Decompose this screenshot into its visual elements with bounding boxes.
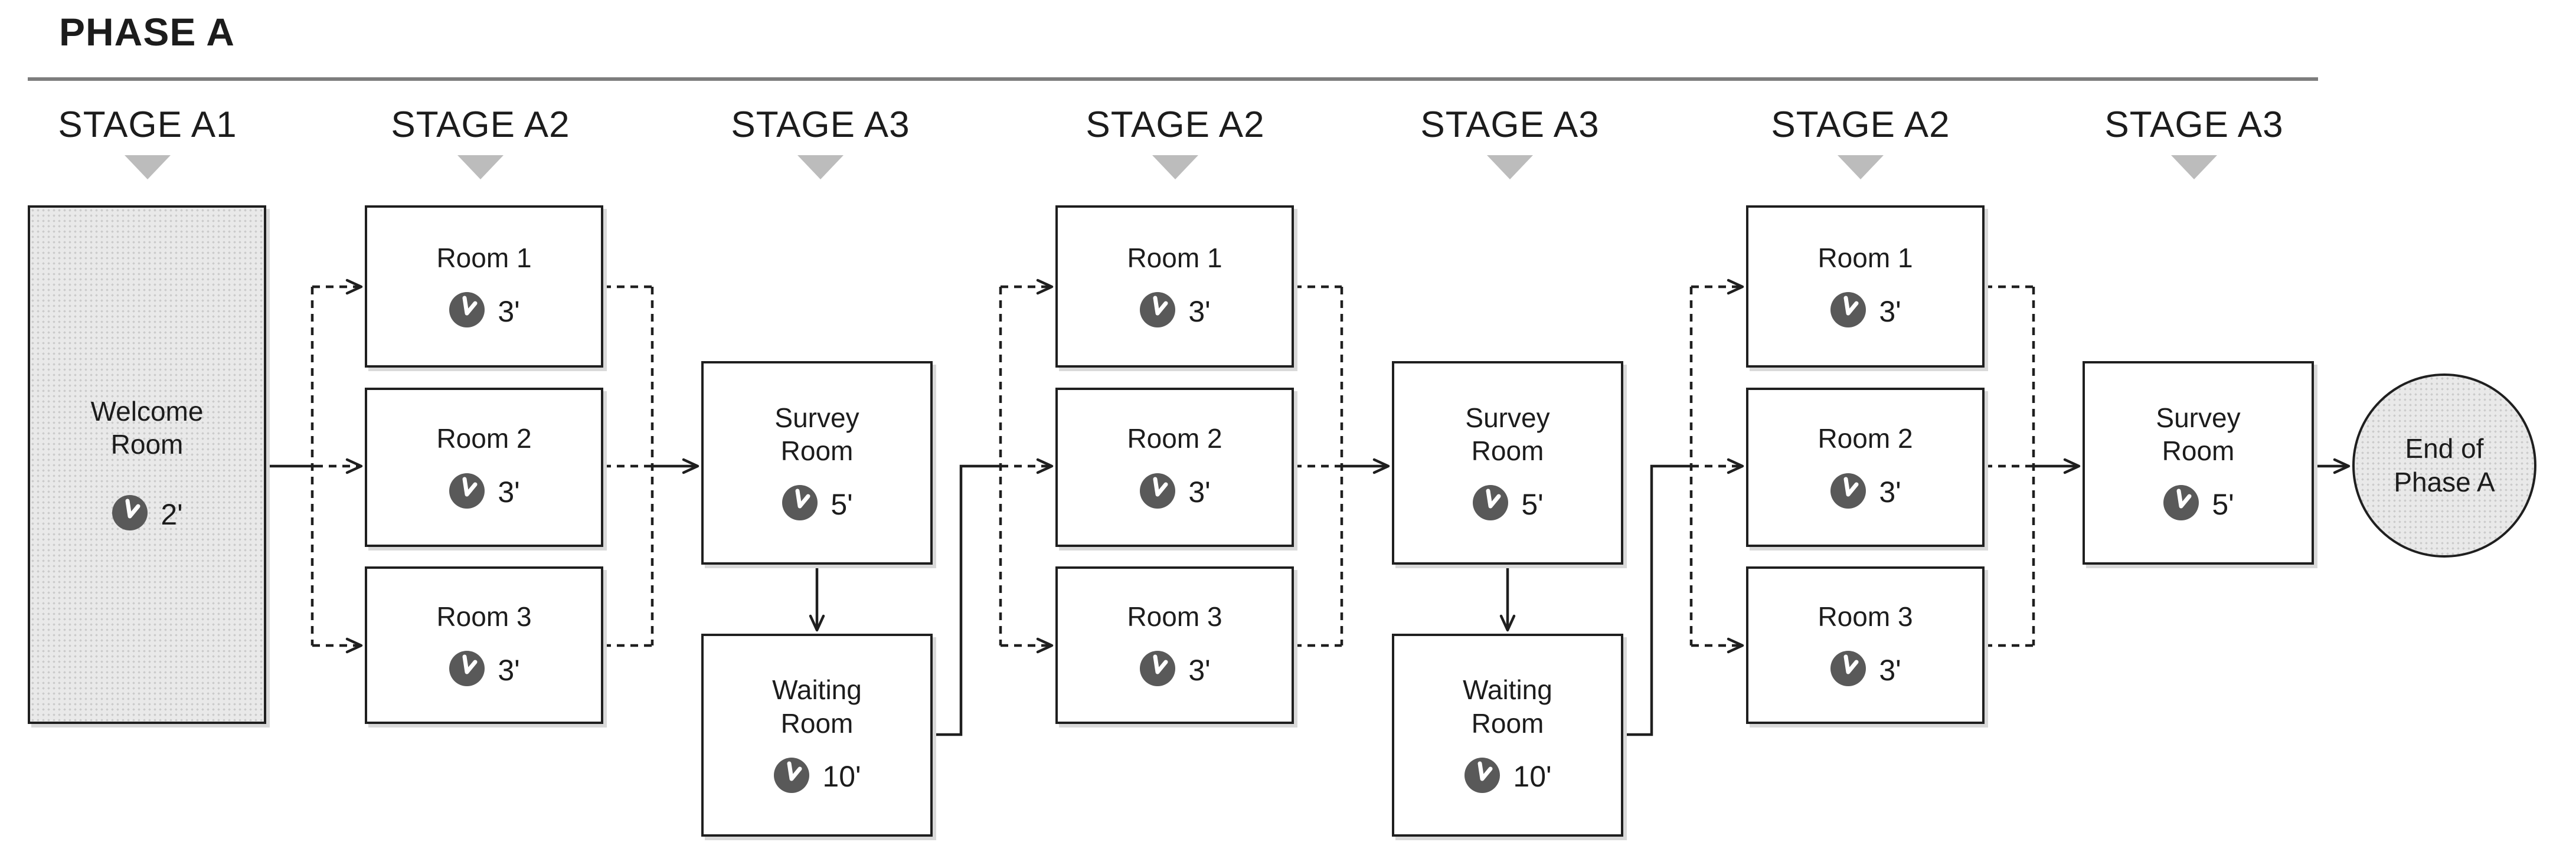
stage-label: STAGE A3 [731, 104, 910, 145]
node-label: Room 3 [436, 601, 532, 632]
room-2-node-g3: Room 2 3' [1746, 388, 1985, 547]
room-1-node-g3: Room 1 3' [1746, 205, 1985, 368]
duration-label: 3' [1879, 294, 1901, 328]
node-label: Room 2 [1817, 423, 1913, 454]
stage-label: STAGE A2 [1086, 104, 1265, 145]
node-label: Survey [2156, 402, 2241, 433]
duration-label: 10' [822, 760, 861, 794]
stage-label: STAGE A2 [391, 104, 570, 145]
node-label: Waiting [772, 674, 862, 706]
node-label: Welcome [90, 395, 204, 427]
node-label: Room [1471, 435, 1544, 466]
clock-icon [1139, 291, 1176, 332]
stage-header-a3-1: STAGE A3 [726, 104, 915, 179]
clock-icon [1829, 472, 1867, 513]
stage-label: STAGE A3 [1420, 104, 1600, 145]
duration-label: 3' [1879, 476, 1901, 509]
room-2-node-g2: Room 2 3' [1055, 388, 1294, 547]
triangle-down-icon [2171, 155, 2217, 179]
stage-header-a3-2: STAGE A3 [1416, 104, 1604, 179]
waiting-room-node-1: Waiting Room 10' [701, 634, 933, 837]
duration-label: 2' [161, 497, 183, 531]
room-3-node-g1: Room 3 3' [365, 566, 603, 724]
phase-underline [28, 77, 2318, 81]
duration-label: 3' [1188, 653, 1211, 687]
clock-icon [448, 472, 486, 513]
stage-header-a1: STAGE A1 [53, 104, 242, 179]
stage-label: STAGE A1 [58, 104, 237, 145]
end-of-phase-node: End of Phase A [2352, 373, 2536, 558]
node-label: Room [780, 707, 854, 739]
duration-label: 5' [2212, 487, 2234, 521]
room-3-node-g2: Room 3 3' [1055, 566, 1294, 724]
clock-icon [448, 650, 486, 690]
node-label: Room [110, 429, 184, 460]
triangle-down-icon [457, 155, 504, 179]
stage-header-a2-1: STAGE A2 [386, 104, 575, 179]
room-2-node-g1: Room 2 3' [365, 388, 603, 547]
welcome-room-node: Welcome Room 2' [28, 205, 266, 724]
clock-icon [1139, 472, 1176, 513]
node-label: Room 2 [1127, 423, 1222, 454]
waiting2-exit-elbow [1623, 464, 1692, 736]
duration-label: 3' [1188, 476, 1211, 509]
duration-label: 3' [1188, 294, 1211, 328]
duration-label: 5' [831, 487, 853, 521]
waiting1-exit-elbow [933, 464, 1002, 736]
clock-icon [773, 756, 810, 797]
room-1-node-g2: Room 1 3' [1055, 205, 1294, 368]
triangle-down-icon [1838, 155, 1884, 179]
clock-icon [1829, 291, 1867, 332]
clock-icon [111, 494, 149, 535]
node-label: Room 3 [1817, 601, 1913, 632]
room-1-node-g1: Room 1 3' [365, 205, 603, 368]
stage-header-a2-2: STAGE A2 [1081, 104, 1270, 179]
clock-icon [1829, 650, 1867, 690]
clock-icon [2162, 484, 2200, 525]
node-label: End of [2405, 432, 2484, 464]
waiting-room-node-2: Waiting Room 10' [1392, 634, 1623, 837]
clock-icon [781, 484, 819, 525]
node-label: Room [2162, 435, 2235, 466]
duration-label: 10' [1513, 760, 1552, 794]
triangle-down-icon [797, 155, 844, 179]
survey-room-node-1: Survey Room 5' [701, 361, 933, 565]
survey-room-node-2: Survey Room 5' [1392, 361, 1623, 565]
node-label: Survey [774, 402, 859, 433]
duration-label: 5' [1521, 487, 1544, 521]
node-label: Room 1 [1127, 242, 1222, 273]
clock-icon [1139, 650, 1176, 690]
duration-label: 3' [498, 653, 520, 687]
triangle-down-icon [125, 155, 171, 179]
node-label: Room 1 [1817, 242, 1913, 273]
duration-label: 3' [498, 476, 520, 509]
duration-label: 3' [1879, 653, 1901, 687]
duration-label: 3' [498, 294, 520, 328]
stage-header-a3-3: STAGE A3 [2100, 104, 2289, 179]
node-label: Room 1 [436, 242, 532, 273]
node-label: Survey [1465, 402, 1550, 433]
node-label: Waiting [1463, 674, 1552, 706]
node-label: Room [1471, 707, 1544, 739]
triangle-down-icon [1487, 155, 1533, 179]
clock-icon [1472, 484, 1509, 525]
page-title: PHASE A [59, 10, 235, 54]
clock-icon [1463, 756, 1501, 797]
stage-label: STAGE A3 [2104, 104, 2284, 145]
clock-icon [448, 291, 486, 332]
stage-header-a2-3: STAGE A2 [1766, 104, 1955, 179]
node-label: Room [780, 435, 854, 466]
node-label: Room 3 [1127, 601, 1222, 632]
node-label: Phase A [2394, 467, 2495, 497]
room-3-node-g3: Room 3 3' [1746, 566, 1985, 724]
node-label: Room 2 [436, 423, 532, 454]
triangle-down-icon [1152, 155, 1198, 179]
stage-label: STAGE A2 [1771, 104, 1950, 145]
survey-room-node-3: Survey Room 5' [2083, 361, 2314, 565]
